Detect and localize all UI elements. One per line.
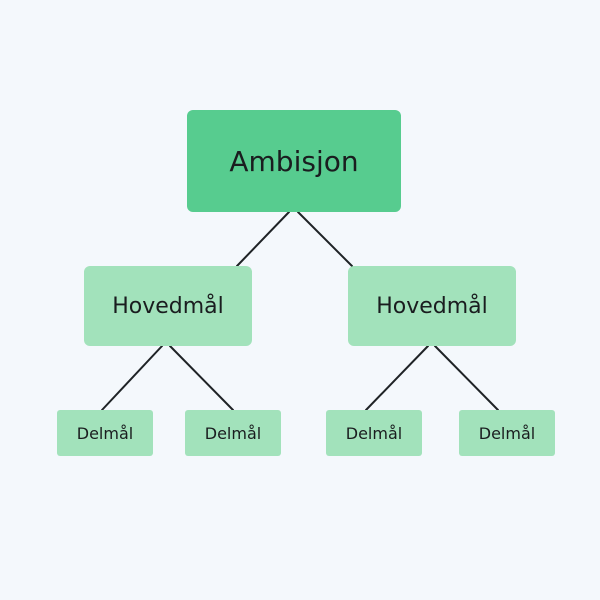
connector-main-right-to-sub-4 xyxy=(434,345,499,411)
root-node-ambition: Ambisjon xyxy=(187,110,401,212)
sub-goal-label: Delmål xyxy=(204,423,262,443)
connector-main-left-to-sub-1 xyxy=(101,345,163,411)
sub-goal-node-1: Delmål xyxy=(57,410,153,456)
connector-root-to-main-left xyxy=(236,211,290,267)
connector-main-right-to-sub-3 xyxy=(365,345,429,411)
sub-goal-label: Delmål xyxy=(478,423,536,443)
sub-goal-label: Delmål xyxy=(345,423,403,443)
root-node-label: Ambisjon xyxy=(229,144,359,178)
main-goal-node-left: Hovedmål xyxy=(84,266,252,346)
main-goal-label: Hovedmål xyxy=(112,293,224,319)
connector-main-left-to-sub-2 xyxy=(169,345,234,411)
connector-root-to-main-right xyxy=(297,211,353,267)
sub-goal-node-2: Delmål xyxy=(185,410,281,456)
sub-goal-node-4: Delmål xyxy=(459,410,555,456)
main-goal-label: Hovedmål xyxy=(376,293,488,319)
main-goal-node-right: Hovedmål xyxy=(348,266,516,346)
sub-goal-label: Delmål xyxy=(76,423,134,443)
sub-goal-node-3: Delmål xyxy=(326,410,422,456)
